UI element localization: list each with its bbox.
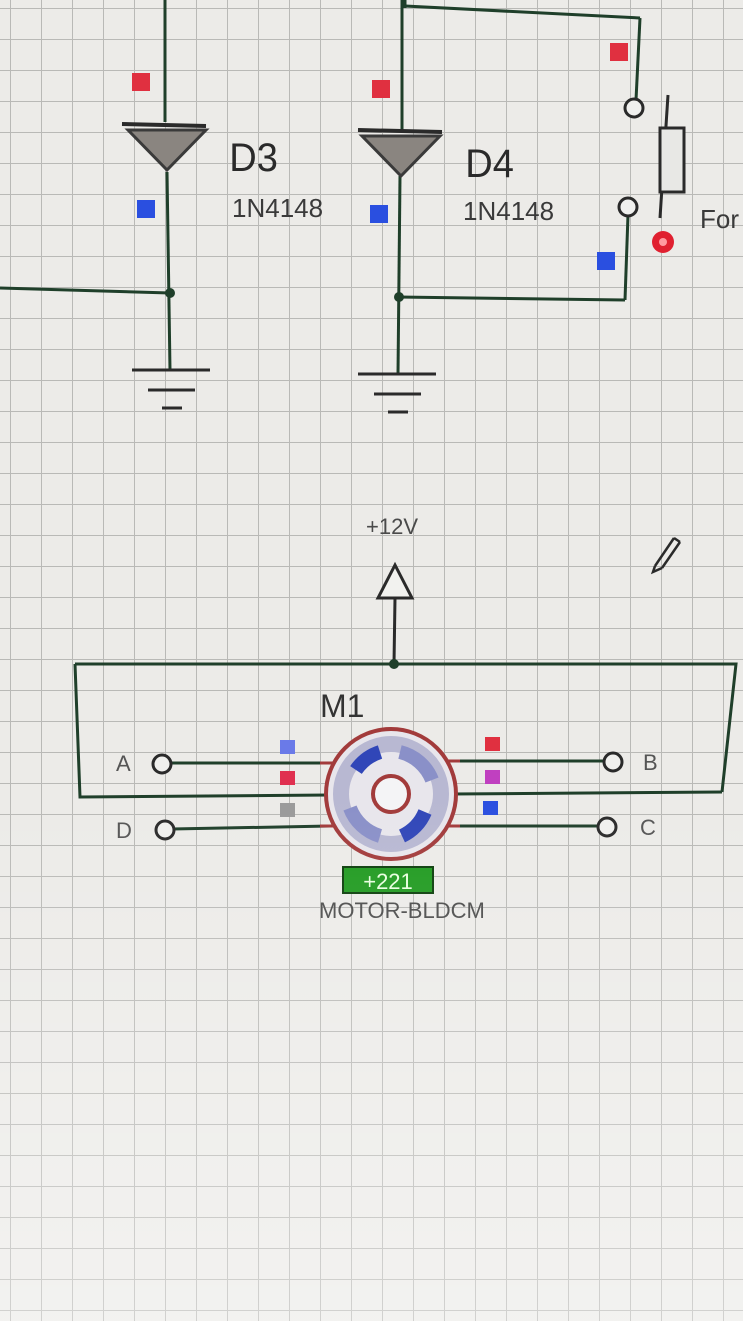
probe-low-marker (370, 205, 388, 223)
probe-low-marker (483, 801, 498, 815)
left-input-wire (0, 286, 171, 295)
d3-reference-label: D3 (229, 136, 278, 180)
probe-low-marker (280, 740, 295, 754)
diode-d4-symbol (357, 128, 444, 179)
probe-low-marker (597, 252, 615, 270)
pin-terminals (151, 751, 624, 841)
d4-wire-bottom (396, 175, 402, 375)
motor-reference-label: M1 (320, 688, 365, 724)
pin-c-label: C (640, 815, 656, 840)
d4-part-label: 1N4148 (463, 196, 555, 226)
pin-c-terminal (596, 816, 618, 838)
probe-mid-marker (485, 770, 500, 784)
push-switch-symbol (617, 94, 686, 219)
pencil-cursor-icon (650, 536, 682, 575)
probe-float-marker (280, 803, 295, 817)
probe-high-marker (132, 73, 150, 91)
probe-low-marker (137, 200, 155, 218)
pin-b-terminal (602, 751, 624, 773)
junction-dot (394, 292, 404, 302)
motor-supply-loop (73, 662, 738, 799)
motor-part-label: MOTOR-BLDCM (319, 898, 485, 923)
bldc-motor-symbol (324, 727, 458, 861)
switch-wire-bottom (623, 214, 630, 301)
pin-b-label: B (643, 750, 658, 775)
d3-part-label: 1N4148 (232, 193, 324, 223)
motor-pin-wires (171, 759, 605, 831)
probe-high-marker (485, 737, 500, 751)
d4-reference-label: D4 (465, 142, 514, 186)
pin-d-label: D (116, 818, 132, 843)
junction-dot (165, 288, 175, 298)
probe-high-marker (372, 80, 390, 98)
ground-symbol-d3 (132, 368, 210, 410)
d4-to-switch-wire (397, 295, 626, 302)
power-terminal-12v (375, 561, 415, 665)
d3-wire-bottom (165, 171, 172, 371)
supply-label: +12V (366, 514, 418, 539)
switch-label: For (700, 204, 739, 234)
ground-symbol-d4 (358, 372, 436, 414)
motor-rpm-display: +221 (342, 866, 434, 894)
top-rail-wire (404, 4, 641, 20)
diode-d3-symbol (121, 122, 210, 173)
pin-d-terminal (154, 819, 176, 841)
probe-high-marker (280, 771, 295, 785)
switch-wire-top (634, 17, 642, 101)
probe-high-marker (610, 43, 628, 61)
pin-a-terminal (151, 753, 173, 775)
pin-a-label: A (116, 751, 131, 776)
